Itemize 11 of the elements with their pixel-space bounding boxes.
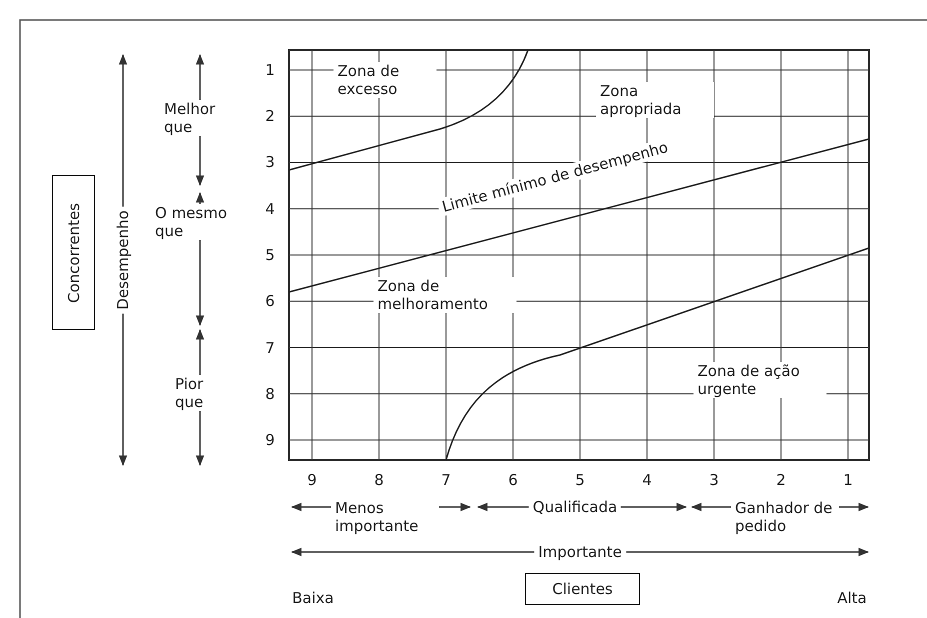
- range-label: Importante: [534, 543, 626, 561]
- zone-label: Zona de ação urgente: [694, 362, 826, 398]
- range-label: Menos importante: [331, 499, 439, 535]
- range-label: Ganhador de pedido: [731, 499, 839, 535]
- range-label: Qualificada: [528, 498, 622, 516]
- axis-title: Desempenho: [114, 206, 132, 314]
- axis-title-box: Clientes: [525, 573, 640, 605]
- zone-label: Zona apropriada: [596, 82, 714, 118]
- axis-title-box: Concorrentes: [52, 175, 95, 330]
- zone-label: Zona de melhoramento: [374, 277, 516, 313]
- zone-label: Zona de excesso: [334, 62, 436, 98]
